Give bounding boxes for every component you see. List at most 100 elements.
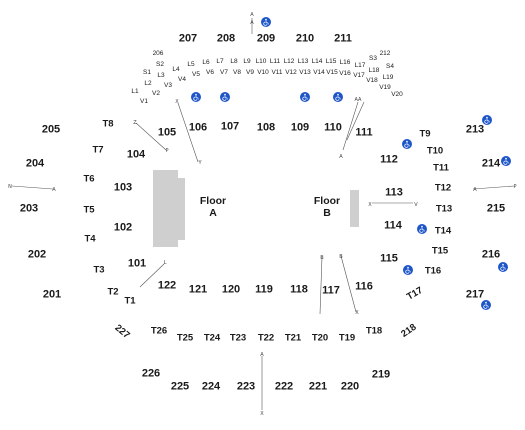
section-t21[interactable]: T21 bbox=[284, 332, 302, 344]
section-111[interactable]: 111 bbox=[355, 126, 373, 139]
section-v3[interactable]: V3 bbox=[164, 81, 172, 89]
floor-a-label[interactable]: Floor A bbox=[200, 195, 226, 219]
section-l11[interactable]: L11 bbox=[269, 57, 281, 65]
section-208[interactable]: 208 bbox=[216, 32, 236, 45]
section-121[interactable]: 121 bbox=[188, 283, 208, 296]
section-t22[interactable]: T22 bbox=[257, 332, 275, 344]
section-225[interactable]: 225 bbox=[170, 380, 190, 393]
section-s2[interactable]: S2 bbox=[156, 60, 164, 68]
section-l16[interactable]: L16 bbox=[339, 58, 351, 66]
section-v1[interactable]: V1 bbox=[140, 97, 148, 105]
section-210[interactable]: 210 bbox=[295, 32, 315, 45]
section-117[interactable]: 117 bbox=[322, 284, 340, 297]
section-v7[interactable]: V7 bbox=[220, 68, 228, 76]
section-110[interactable]: 110 bbox=[324, 121, 342, 134]
section-v11[interactable]: V11 bbox=[271, 68, 283, 76]
section-l3[interactable]: L3 bbox=[157, 71, 165, 79]
section-v6[interactable]: V6 bbox=[206, 68, 214, 76]
section-l19[interactable]: L19 bbox=[382, 73, 394, 81]
section-v19[interactable]: V19 bbox=[379, 83, 391, 91]
section-t1[interactable]: T1 bbox=[124, 295, 136, 307]
floor-a-stage-shape[interactable] bbox=[153, 170, 178, 247]
section-t19[interactable]: T19 bbox=[338, 332, 356, 344]
section-217[interactable]: 217 bbox=[465, 288, 485, 301]
section-v17[interactable]: V17 bbox=[353, 71, 365, 79]
section-l1[interactable]: L1 bbox=[131, 87, 139, 95]
section-209[interactable]: 209 bbox=[256, 32, 276, 45]
section-v4[interactable]: V4 bbox=[178, 75, 186, 83]
section-t26[interactable]: T26 bbox=[150, 325, 168, 337]
section-118[interactable]: 118 bbox=[290, 283, 308, 296]
section-l13[interactable]: L13 bbox=[297, 57, 309, 65]
section-v20[interactable]: V20 bbox=[391, 90, 403, 98]
section-t14[interactable]: T14 bbox=[434, 225, 452, 237]
section-l9[interactable]: L9 bbox=[243, 57, 251, 65]
section-211[interactable]: 211 bbox=[334, 32, 352, 45]
section-l17[interactable]: L17 bbox=[354, 61, 366, 69]
section-l12[interactable]: L12 bbox=[283, 57, 295, 65]
section-116[interactable]: 116 bbox=[355, 280, 373, 293]
section-212[interactable]: 212 bbox=[379, 49, 391, 57]
section-v16[interactable]: V16 bbox=[339, 69, 351, 77]
section-t8[interactable]: T8 bbox=[102, 118, 114, 130]
section-s4[interactable]: S4 bbox=[386, 62, 394, 70]
section-106[interactable]: 106 bbox=[188, 121, 208, 134]
section-109[interactable]: 109 bbox=[290, 121, 310, 134]
section-v9[interactable]: V9 bbox=[246, 68, 254, 76]
section-113[interactable]: 113 bbox=[385, 186, 403, 199]
section-l14[interactable]: L14 bbox=[311, 57, 323, 65]
section-s3[interactable]: S3 bbox=[369, 54, 377, 62]
section-t9[interactable]: T9 bbox=[419, 128, 431, 140]
section-206[interactable]: 206 bbox=[152, 49, 164, 57]
section-214[interactable]: 214 bbox=[481, 157, 501, 170]
section-v2[interactable]: V2 bbox=[152, 89, 160, 97]
section-l10[interactable]: L10 bbox=[255, 57, 267, 65]
section-l15[interactable]: L15 bbox=[325, 57, 337, 65]
floor-b-shape[interactable] bbox=[350, 190, 359, 227]
section-v18[interactable]: V18 bbox=[366, 76, 378, 84]
floor-a-stage-step[interactable] bbox=[177, 178, 185, 240]
section-t24[interactable]: T24 bbox=[203, 332, 221, 344]
section-l8[interactable]: L8 bbox=[230, 57, 238, 65]
section-105[interactable]: 105 bbox=[157, 126, 177, 139]
section-l18[interactable]: L18 bbox=[368, 66, 380, 74]
section-t4[interactable]: T4 bbox=[84, 233, 96, 245]
section-205[interactable]: 205 bbox=[41, 123, 61, 136]
section-221[interactable]: 221 bbox=[308, 380, 328, 393]
section-104[interactable]: 104 bbox=[126, 148, 146, 161]
section-223[interactable]: 223 bbox=[236, 380, 256, 393]
section-122[interactable]: 122 bbox=[157, 279, 177, 292]
section-112[interactable]: 112 bbox=[380, 153, 398, 166]
section-115[interactable]: 115 bbox=[380, 252, 398, 265]
section-226[interactable]: 226 bbox=[141, 367, 161, 380]
section-201[interactable]: 201 bbox=[42, 288, 62, 301]
section-120[interactable]: 120 bbox=[221, 283, 241, 296]
section-v10[interactable]: V10 bbox=[257, 68, 269, 76]
section-103[interactable]: 103 bbox=[113, 181, 133, 194]
section-t20[interactable]: T20 bbox=[311, 332, 329, 344]
section-t7[interactable]: T7 bbox=[92, 144, 104, 156]
section-l4[interactable]: L4 bbox=[172, 65, 180, 73]
section-t16[interactable]: T16 bbox=[424, 265, 442, 277]
section-v15[interactable]: V15 bbox=[326, 68, 338, 76]
section-v13[interactable]: V13 bbox=[299, 68, 311, 76]
section-216[interactable]: 216 bbox=[481, 248, 501, 261]
section-219[interactable]: 219 bbox=[371, 368, 391, 381]
section-v14[interactable]: V14 bbox=[313, 68, 325, 76]
section-l2[interactable]: L2 bbox=[144, 79, 152, 87]
section-114[interactable]: 114 bbox=[384, 219, 402, 232]
section-t13[interactable]: T13 bbox=[435, 203, 453, 215]
section-202[interactable]: 202 bbox=[27, 248, 47, 261]
section-207[interactable]: 207 bbox=[178, 32, 198, 45]
section-l7[interactable]: L7 bbox=[216, 57, 224, 65]
section-t23[interactable]: T23 bbox=[229, 332, 247, 344]
section-t25[interactable]: T25 bbox=[176, 332, 194, 344]
section-l5[interactable]: L5 bbox=[187, 60, 195, 68]
section-108[interactable]: 108 bbox=[256, 121, 276, 134]
section-t15[interactable]: T15 bbox=[431, 245, 449, 257]
section-t18[interactable]: T18 bbox=[365, 325, 383, 337]
section-t11[interactable]: T11 bbox=[433, 162, 449, 174]
section-101[interactable]: 101 bbox=[127, 257, 147, 270]
section-203[interactable]: 203 bbox=[19, 202, 39, 215]
section-t3[interactable]: T3 bbox=[93, 264, 105, 276]
